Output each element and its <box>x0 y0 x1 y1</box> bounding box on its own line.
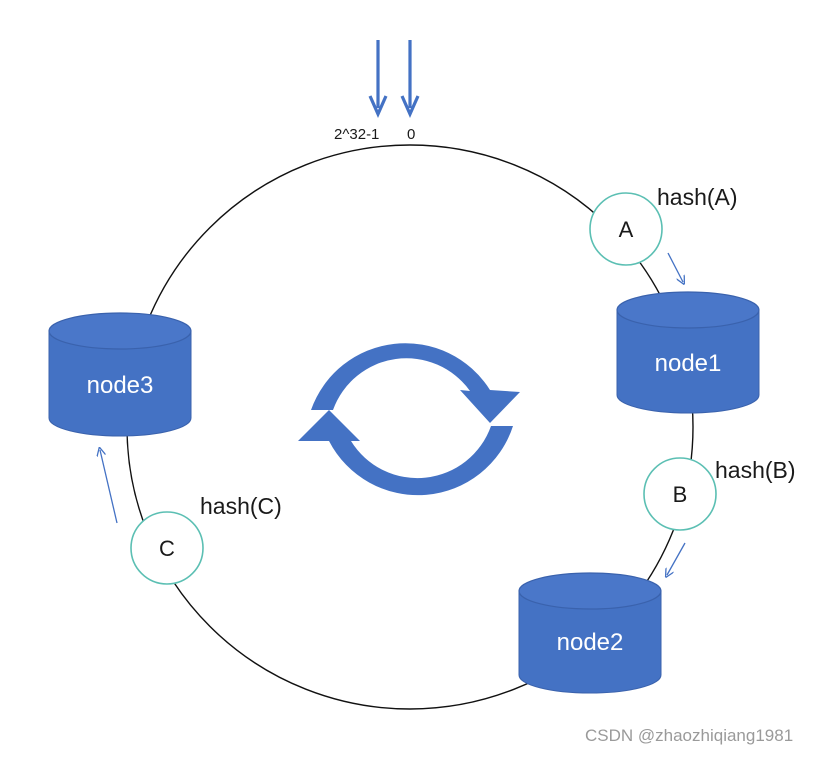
cycle-arrow-top <box>311 343 520 423</box>
arrow-c-to-node3 <box>100 450 118 524</box>
watermark-text: CSDN @zhaozhiqiang1981 <box>585 726 794 745</box>
hash-b-label: hash(B) <box>715 457 796 483</box>
node1-cylinder: node1 <box>616 291 760 414</box>
key-b-label: B <box>673 482 688 507</box>
ring-entry-arrows <box>368 40 420 118</box>
key-to-node-arrows <box>100 252 686 575</box>
key-c-circle: C <box>130 511 204 585</box>
hash-a-label: hash(A) <box>657 184 738 210</box>
hash-c-label: hash(C) <box>200 493 282 519</box>
ring-zero-label: 0 <box>407 126 415 143</box>
node1-label: node1 <box>655 350 722 377</box>
key-a-circle: A <box>589 192 663 266</box>
ring-max-label: 2^32-1 <box>334 126 379 143</box>
node2-cylinder: node2 <box>518 572 662 694</box>
cycle-arrow-bottom <box>298 410 513 496</box>
arrow-a-to-node1 <box>667 252 683 282</box>
arrow-max-marker-head <box>368 95 388 118</box>
node3-cylinder: node3 <box>48 312 192 437</box>
arrow-b-to-node2 <box>667 542 686 575</box>
key-a-label: A <box>619 217 634 242</box>
arrow-zero-marker-head <box>400 95 420 118</box>
node2-label: node2 <box>557 629 624 656</box>
key-c-label: C <box>159 536 175 561</box>
node3-label: node3 <box>87 372 154 399</box>
key-b-circle: B <box>643 457 717 531</box>
cycle-arrows-icon <box>298 343 520 496</box>
